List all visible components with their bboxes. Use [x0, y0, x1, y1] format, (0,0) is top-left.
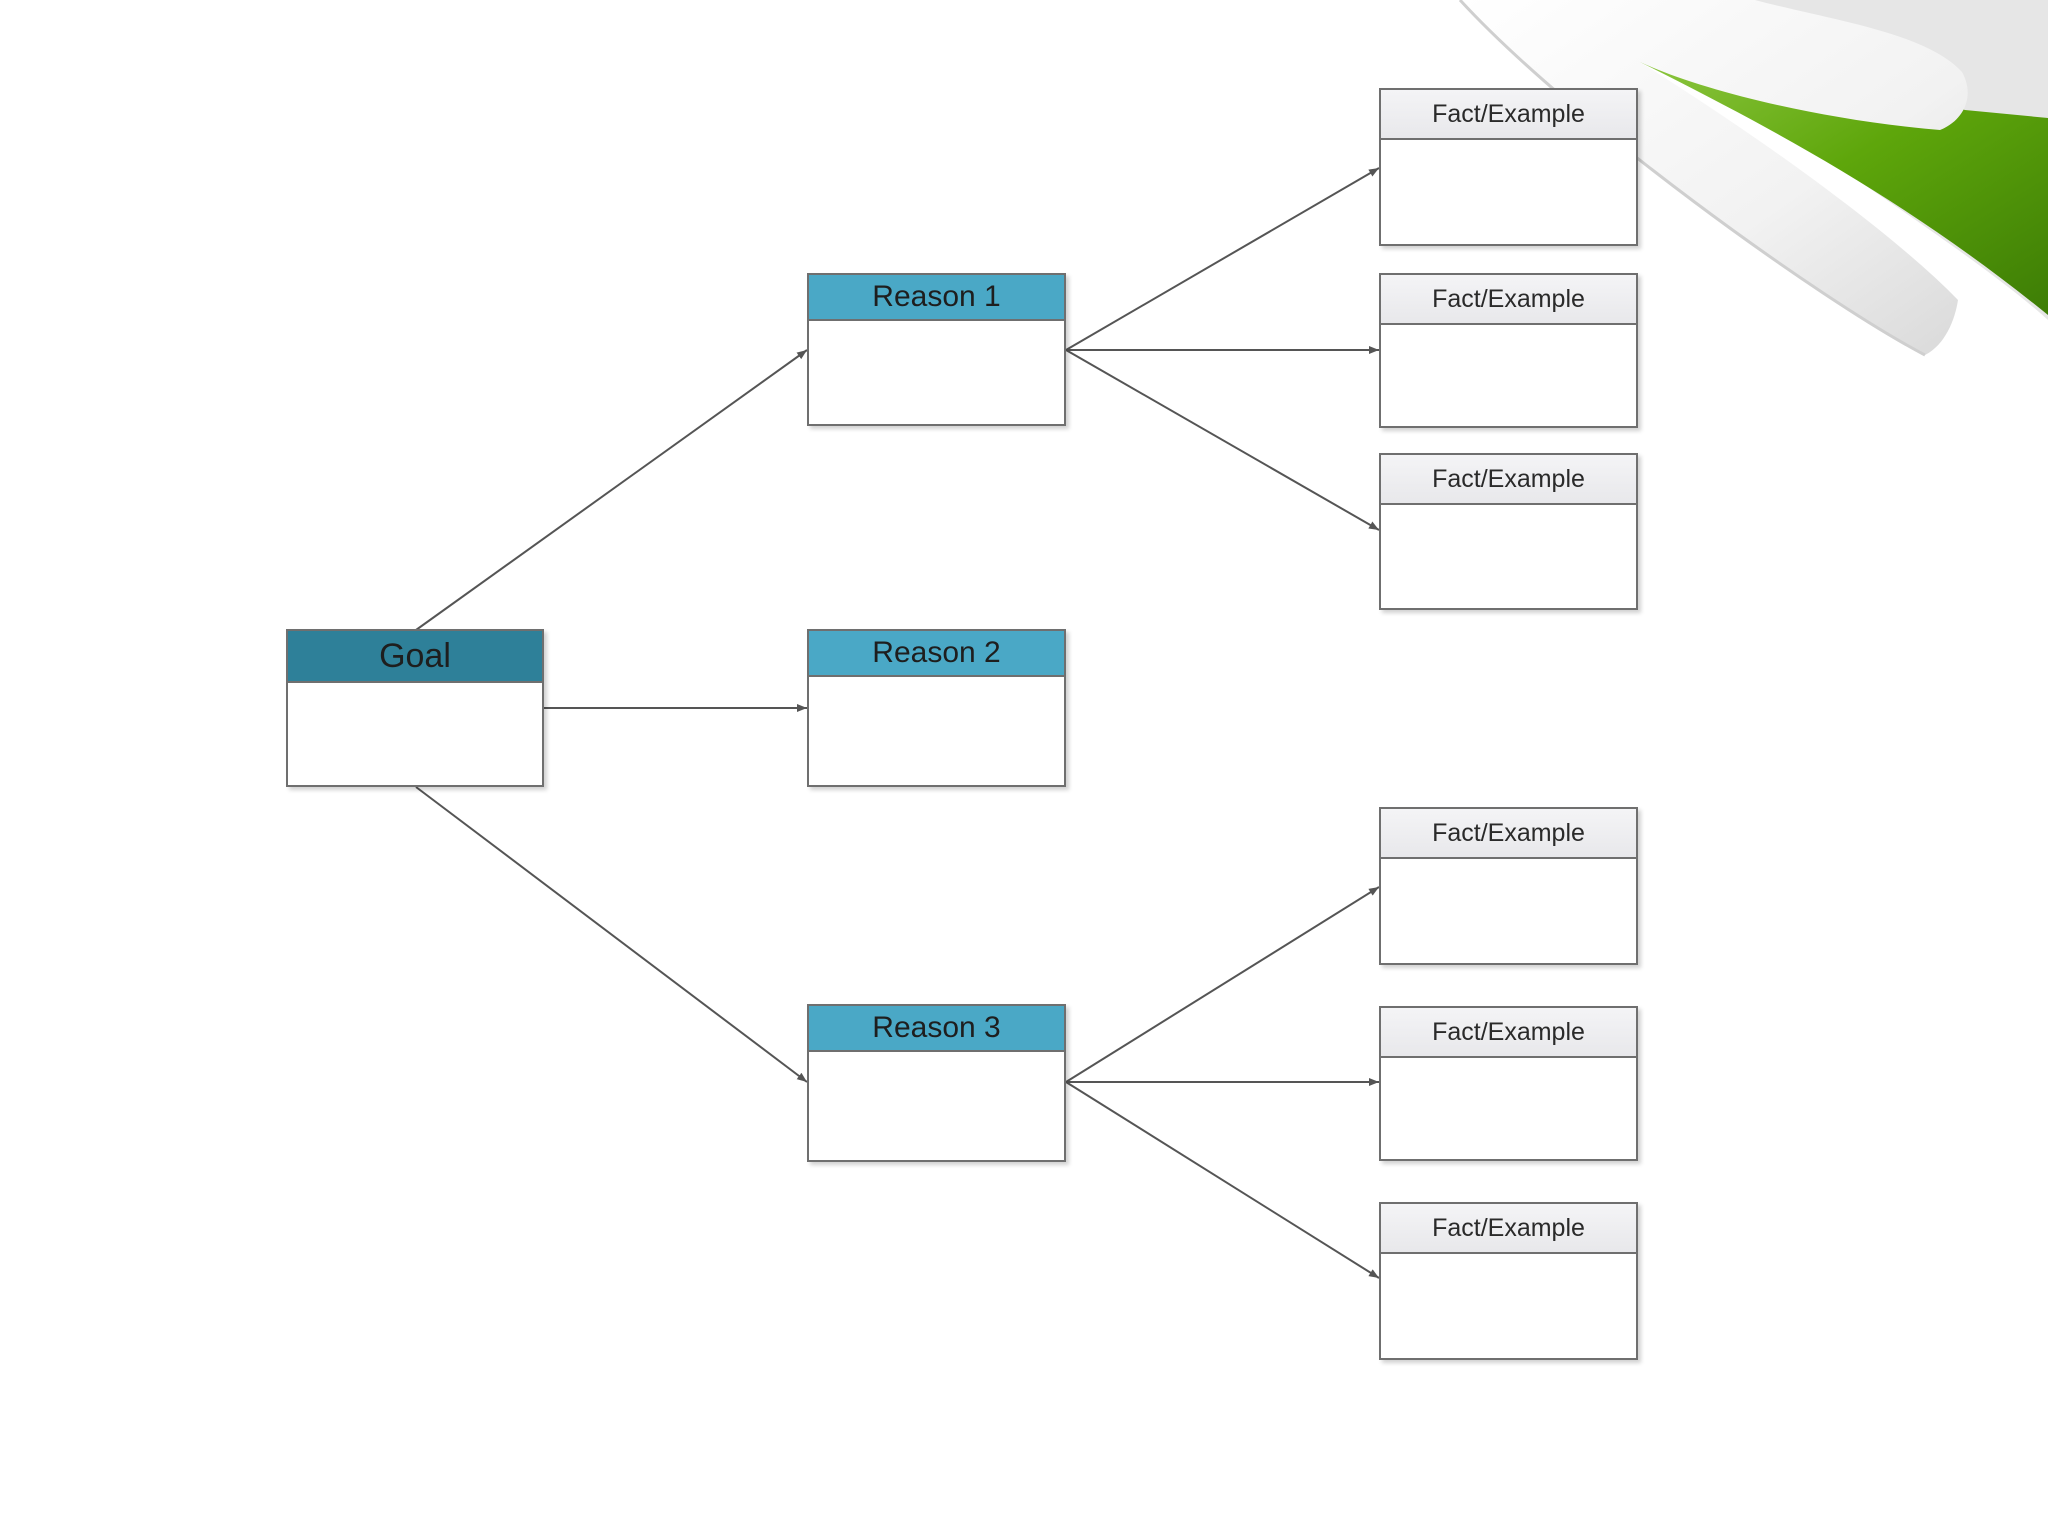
fact-box: Fact/Example	[1379, 1202, 1638, 1360]
reason-box: Reason 3	[807, 1004, 1066, 1162]
fact-box: Fact/Example	[1379, 1006, 1638, 1161]
connector-goal-reason-3	[415, 786, 808, 1083]
connector-goal-reason-1	[415, 349, 808, 631]
fact-title: Fact/Example	[1381, 275, 1636, 325]
reason-title: Reason 2	[809, 631, 1064, 677]
goal-title: Goal	[288, 631, 542, 683]
reason-title: Reason 1	[809, 275, 1064, 321]
fact-box: Fact/Example	[1379, 88, 1638, 246]
connector-reason-3-fact-4	[1065, 886, 1380, 1083]
fact-title: Fact/Example	[1381, 90, 1636, 140]
goal-box: Goal	[286, 629, 544, 787]
reason-title: Reason 3	[809, 1006, 1064, 1052]
fact-box: Fact/Example	[1379, 453, 1638, 610]
fact-title: Fact/Example	[1381, 1008, 1636, 1058]
fact-title: Fact/Example	[1381, 455, 1636, 505]
reason-box: Reason 1	[807, 273, 1066, 426]
connector-reason-1-fact-1	[1065, 167, 1380, 351]
fact-title: Fact/Example	[1381, 1204, 1636, 1254]
connector-reason-3-fact-6	[1065, 1081, 1380, 1279]
reason-box: Reason 2	[807, 629, 1066, 787]
fact-title: Fact/Example	[1381, 809, 1636, 859]
fact-box: Fact/Example	[1379, 807, 1638, 965]
connector-reason-1-fact-3	[1065, 349, 1380, 531]
fact-box: Fact/Example	[1379, 273, 1638, 428]
